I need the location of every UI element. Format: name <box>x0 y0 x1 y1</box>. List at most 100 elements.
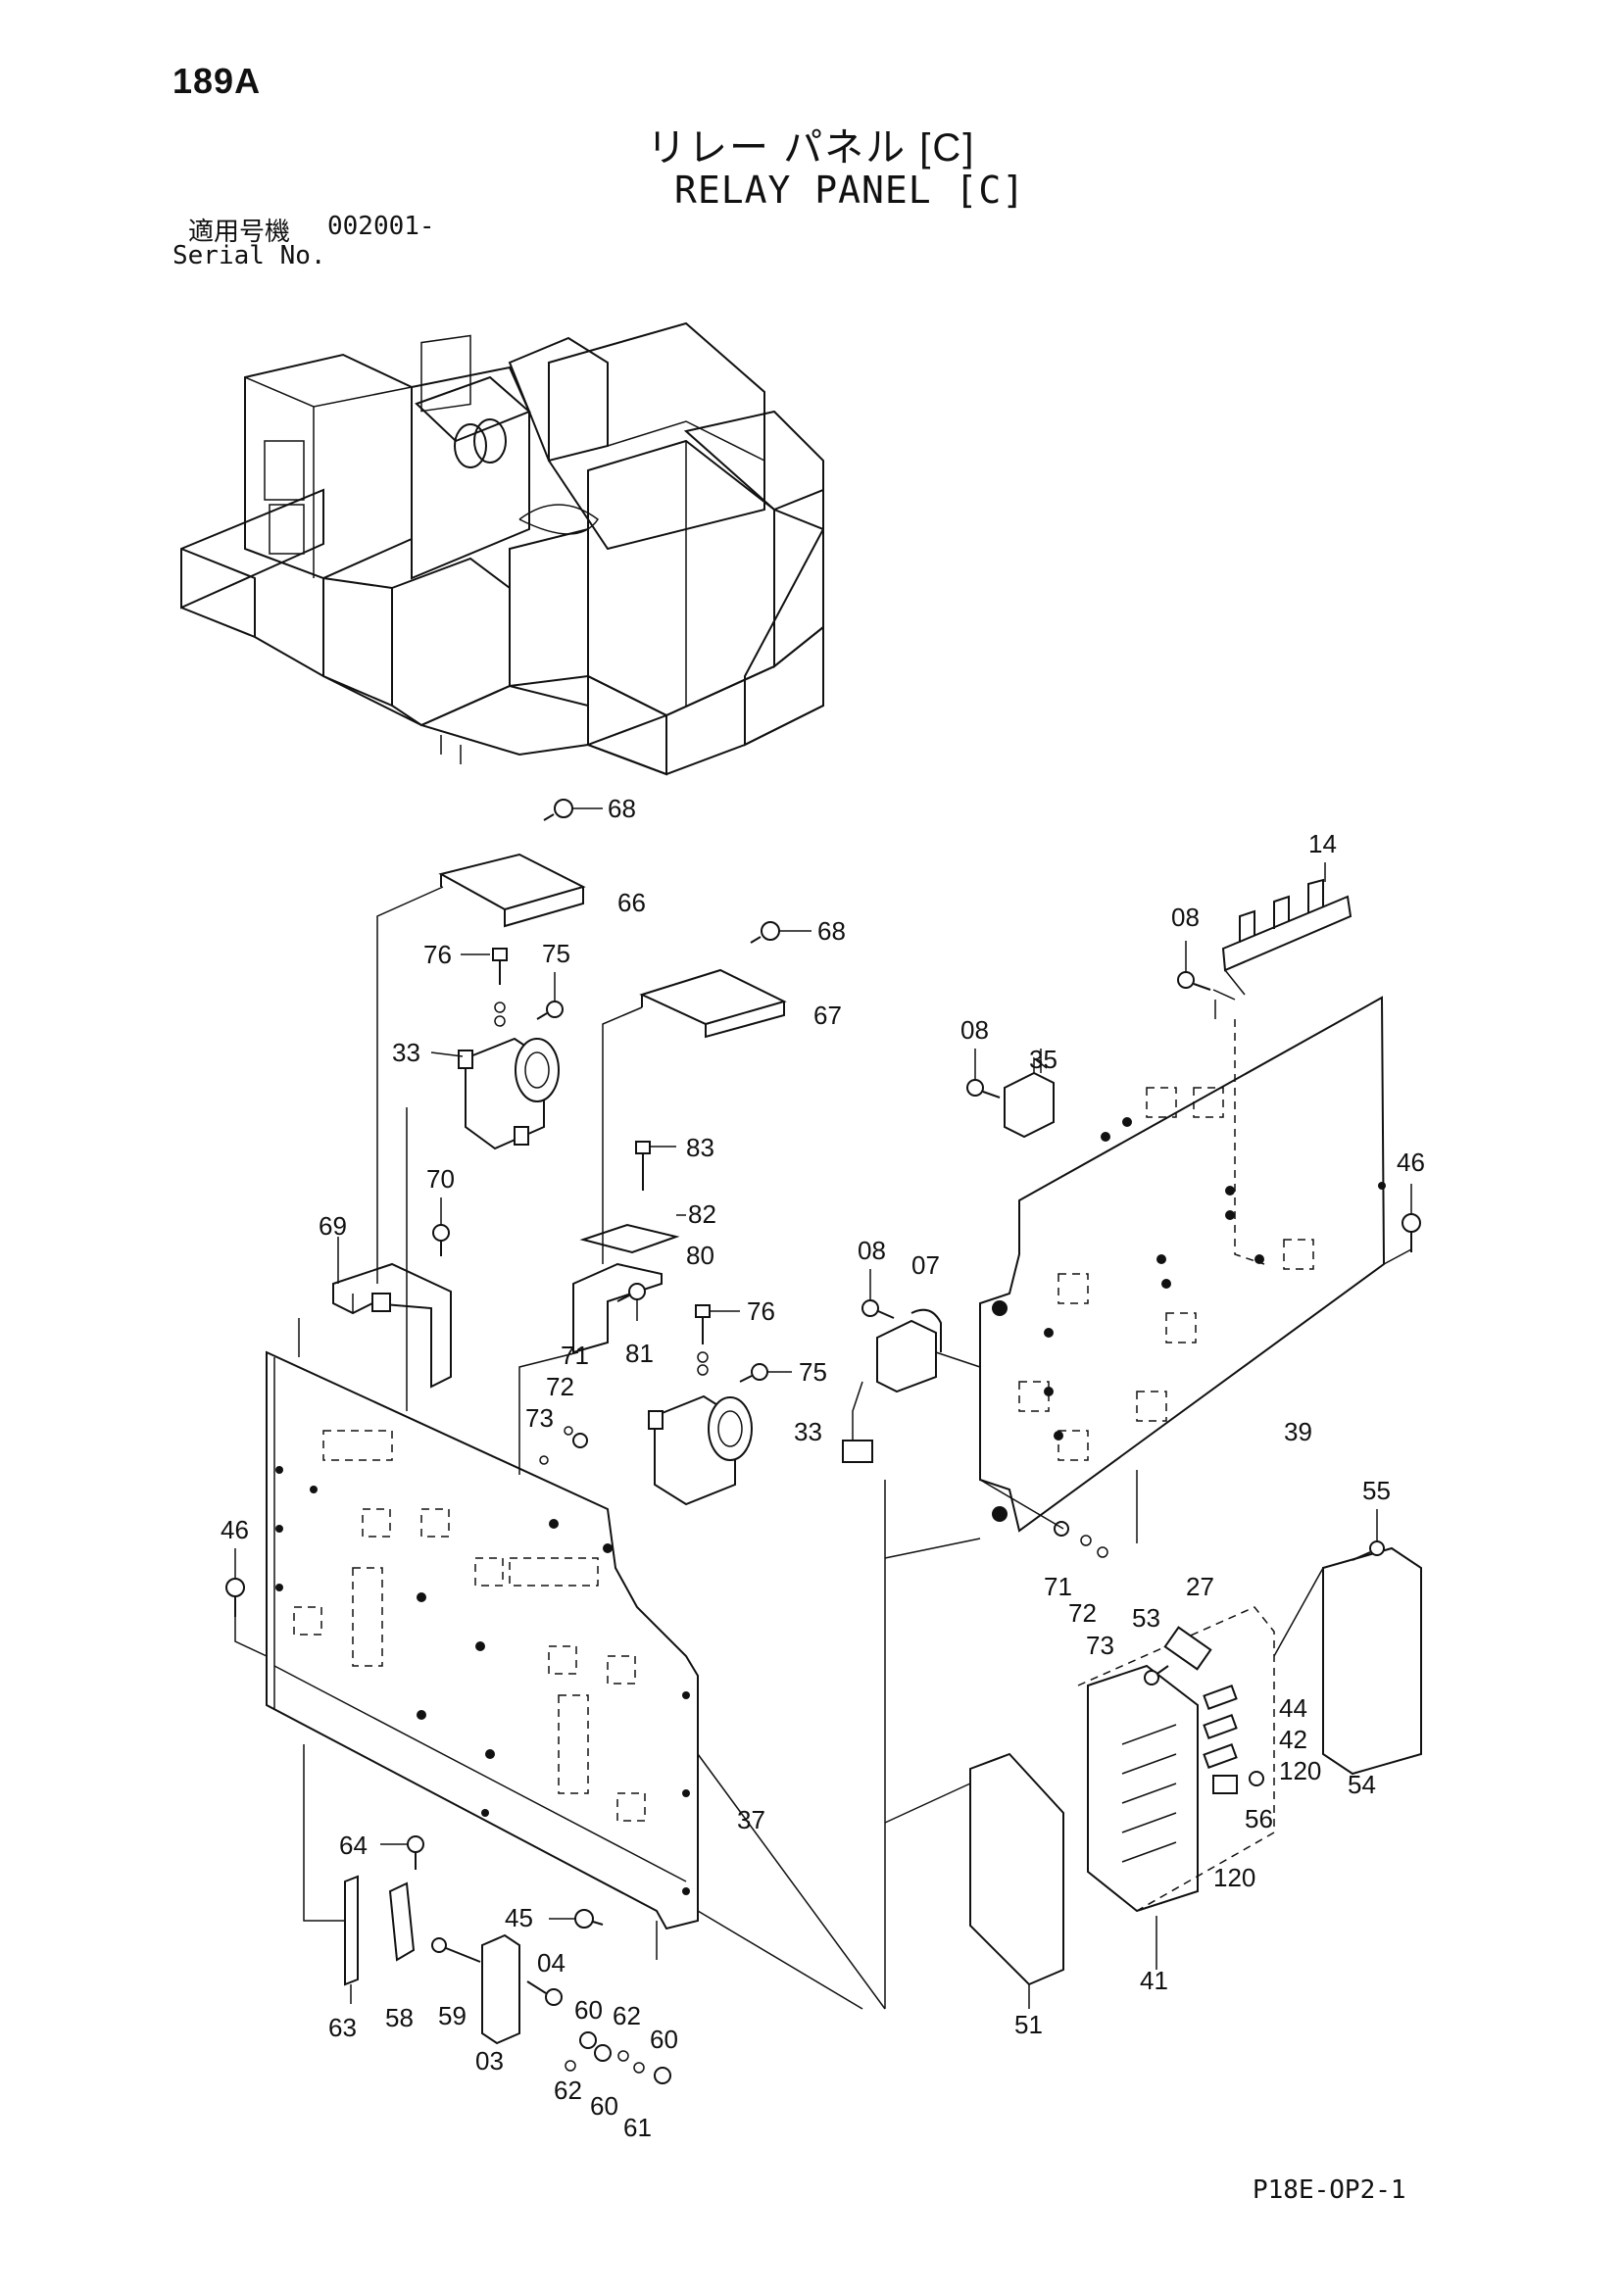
part-70-bolt <box>432 1197 450 1256</box>
callout-72: 72 <box>546 1372 574 1401</box>
part-66-cover <box>438 853 586 928</box>
part-75-bolt <box>536 972 564 1020</box>
part-68-bolt <box>750 921 812 944</box>
part-54-cover <box>1273 1546 1422 1776</box>
callout-35: 35 <box>1029 1045 1057 1074</box>
callout-68: 68 <box>608 794 636 823</box>
part-08-bolt <box>966 1049 1001 1099</box>
part-44-fuse-clip <box>1203 1685 1238 1710</box>
part-14-terminal-rail <box>1212 862 1352 1001</box>
callout-labels: 68 66 68 67 14 08 76 75 33 08 35 70 69 8… <box>221 794 1425 2142</box>
part-76-bolt <box>461 948 508 1027</box>
callout-55: 55 <box>1362 1476 1391 1505</box>
callout-46: 46 <box>221 1515 249 1544</box>
callout-80: 80 <box>686 1241 714 1270</box>
callout-14: 14 <box>1308 829 1337 858</box>
callout-76: 76 <box>747 1296 775 1326</box>
part-71-nut <box>572 1433 1069 1537</box>
callout-51: 51 <box>1014 2010 1043 2039</box>
part-82-plate <box>579 1214 686 1254</box>
callout-68: 68 <box>817 916 846 946</box>
part-04-bolt <box>526 1980 563 2006</box>
part-73-washer <box>539 1455 1108 1558</box>
part-75-bolt <box>739 1363 792 1383</box>
part-81-bolt <box>616 1283 646 1321</box>
callout-62: 62 <box>554 2076 582 2105</box>
part-51-cover <box>969 1752 1064 2009</box>
callout-60: 60 <box>590 2091 618 2121</box>
callout-53: 53 <box>1132 1603 1160 1633</box>
part-120-fuse <box>1203 1743 1238 1794</box>
part-41-fuse-block <box>1077 1606 1275 1970</box>
callout-81: 81 <box>625 1339 654 1368</box>
callout-120: 120 <box>1213 1863 1255 1892</box>
callout-60: 60 <box>574 1995 603 2025</box>
callout-66: 66 <box>617 888 646 917</box>
callout-70: 70 <box>426 1164 455 1194</box>
part-08-bolt <box>1177 941 1211 991</box>
part-61-washer <box>633 2062 645 2074</box>
callout-44: 44 <box>1279 1693 1307 1723</box>
callout-73: 73 <box>525 1403 554 1433</box>
part-63-bracket <box>344 1875 359 2004</box>
callout-04: 04 <box>537 1948 566 1978</box>
callout-59: 59 <box>438 2001 467 2030</box>
callout-41: 41 <box>1140 1966 1168 1995</box>
callout-63: 63 <box>328 2013 357 2042</box>
part-03-bracket <box>481 1933 520 2045</box>
callout-72: 72 <box>1068 1598 1097 1628</box>
callout-64: 64 <box>339 1831 368 1860</box>
callout-08: 08 <box>858 1236 886 1265</box>
part-45-bolt <box>549 1909 604 1929</box>
part-69-bracket <box>332 1262 452 1389</box>
callout-73: 73 <box>1086 1631 1114 1660</box>
callout-76: 76 <box>423 940 452 969</box>
callout-03: 03 <box>475 2046 504 2076</box>
callout-62: 62 <box>613 2001 641 2030</box>
callout-33: 33 <box>392 1038 420 1067</box>
part-60-nut <box>579 2031 671 2084</box>
callout-58: 58 <box>385 2003 414 2032</box>
machine-overview-illustration <box>180 321 824 776</box>
part-56-screw <box>1249 1771 1264 1786</box>
callout-60: 60 <box>650 2025 678 2054</box>
callout-56: 56 <box>1245 1804 1273 1833</box>
callout-33: 33 <box>794 1417 822 1446</box>
part-46-bolt <box>1402 1184 1421 1252</box>
callout-08: 08 <box>1171 903 1200 932</box>
part-53-washer <box>1144 1670 1159 1685</box>
part-35-relay <box>1004 1049 1055 1139</box>
part-08-bolt <box>861 1269 895 1319</box>
part-42-fuse-clip <box>1203 1714 1238 1739</box>
part-39-relay-panel <box>979 996 1386 1533</box>
part-68-bolt <box>543 799 603 821</box>
callout-27: 27 <box>1186 1572 1214 1601</box>
part-07-relay <box>842 1308 981 1463</box>
callout-67: 67 <box>813 1001 842 1030</box>
page-title-japanese: リレー パネル [C] <box>647 126 976 170</box>
callout-82: 82 <box>688 1199 716 1229</box>
part-46-bolt <box>225 1548 245 1617</box>
callout-37: 37 <box>737 1805 765 1834</box>
callout-08: 08 <box>960 1015 989 1045</box>
assembly-leader-lines <box>234 886 1412 2010</box>
callout-45: 45 <box>505 1903 533 1932</box>
part-72-washer <box>564 1426 1092 1546</box>
part-55-screw <box>1352 1509 1385 1561</box>
callout-75: 75 <box>799 1357 827 1387</box>
callout-71: 71 <box>1044 1572 1072 1601</box>
page-title-english: RELAY PANEL [C] <box>674 169 1026 212</box>
callout-46: 46 <box>1397 1148 1425 1177</box>
part-67-cover <box>639 968 787 1039</box>
callout-07: 07 <box>911 1250 940 1280</box>
part-64-bolt <box>380 1835 424 1870</box>
callout-83: 83 <box>686 1133 714 1162</box>
callout-71: 71 <box>561 1341 589 1370</box>
callout-61: 61 <box>623 2113 652 2142</box>
drawing-code: P18E-OP2-1 <box>1253 2175 1406 2205</box>
callout-75: 75 <box>542 939 570 968</box>
part-33-relay <box>458 1037 560 1150</box>
part-37-relay-panel <box>266 1350 699 1930</box>
callout-69: 69 <box>319 1211 347 1241</box>
